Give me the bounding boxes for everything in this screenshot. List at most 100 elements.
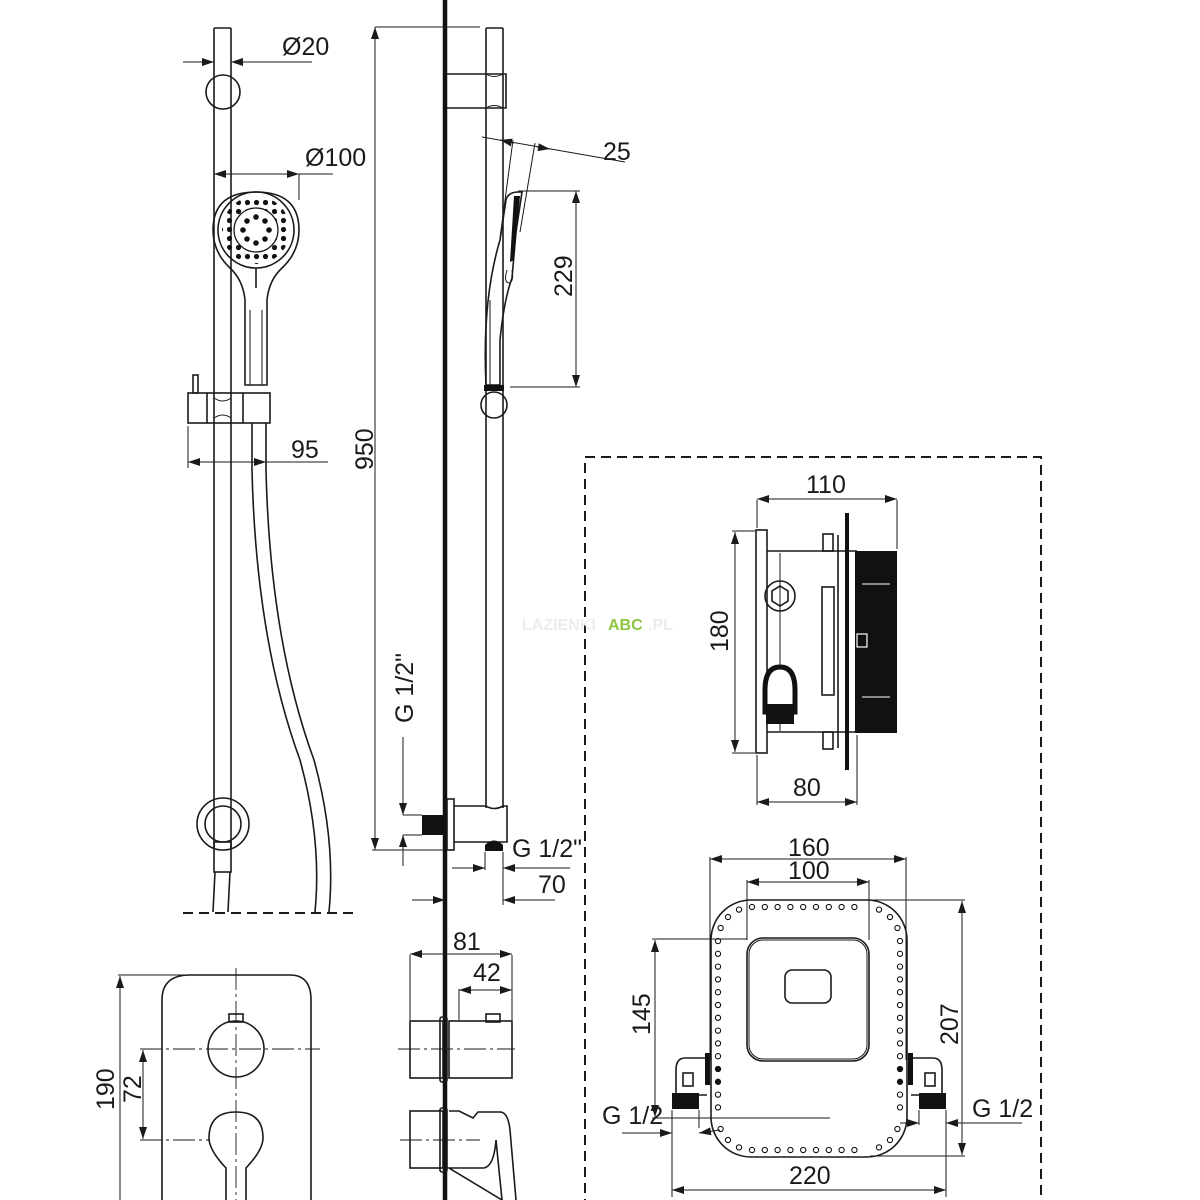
mounting-holes	[714, 903, 904, 1154]
mixer-side-view: 81 42	[398, 928, 517, 1200]
dim-head-tilt: 25	[603, 138, 631, 166]
shower-hose	[251, 423, 318, 913]
mounting-hole	[774, 1146, 781, 1154]
dim-plate-height: 190	[92, 1068, 120, 1110]
inlet-connector	[764, 580, 796, 612]
mounting-hole	[896, 950, 904, 957]
mounting-hole	[714, 1040, 722, 1047]
dim-box-depth: 110	[806, 471, 846, 499]
dim-outlet-projection: 70	[538, 871, 566, 899]
mounting-hole	[838, 903, 845, 911]
mounting-hole	[714, 1065, 722, 1073]
mounting-hole	[714, 937, 722, 945]
mounting-hole	[896, 1104, 904, 1111]
mounting-hole	[748, 1146, 756, 1154]
mounting-hole	[714, 1053, 722, 1060]
dim-box-outer-width: 160	[788, 834, 830, 862]
mounting-hole	[724, 913, 732, 921]
cavity-window	[784, 969, 832, 1004]
mounting-hole	[886, 1136, 894, 1144]
mounting-hole	[851, 903, 858, 911]
mounting-hole	[896, 937, 904, 945]
mounting-hole	[812, 903, 820, 911]
dim-box-inner-width: 100	[788, 857, 830, 885]
dim-left-thread: G 1/2	[602, 1102, 663, 1130]
mounting-hole	[800, 903, 807, 911]
svg-text:.PL: .PL	[648, 617, 673, 634]
mounting-hole	[896, 1091, 904, 1098]
mounting-hole	[714, 950, 722, 957]
rail-side-view: 950 G 1/2" 25 229 G 1/2" 70	[351, 26, 631, 905]
mounting-hole	[735, 1144, 743, 1151]
mounting-hole	[851, 1146, 858, 1154]
watermark: LAZIENKI ABC .PL	[522, 617, 673, 634]
rail-end-cap	[205, 74, 241, 110]
svg-text:ABC: ABC	[608, 617, 643, 634]
wall-outlet-front	[196, 797, 250, 913]
mounting-hole	[717, 1125, 724, 1133]
mixer-front-view: 190 72	[92, 968, 320, 1200]
mounting-hole	[838, 1146, 845, 1154]
svg-text:LAZIENKI: LAZIENKI	[522, 617, 596, 634]
mounting-hole	[800, 1146, 807, 1154]
mounting-hole	[896, 1040, 904, 1047]
box-front-view: 160 100 145 207 G 1/2 G 1/2 220	[602, 834, 1033, 1197]
dim-mixer-depth: 81	[453, 928, 481, 956]
mounting-hole	[875, 1144, 883, 1151]
dim-wall-thread: G 1/2"	[391, 653, 419, 723]
mounting-hole	[896, 1065, 904, 1073]
diverter-lever	[208, 1111, 264, 1200]
dim-knob-projection: 42	[473, 959, 501, 987]
mounting-hole	[714, 1091, 722, 1098]
dim-box-inner-height: 145	[628, 993, 656, 1035]
mounting-hole	[714, 963, 722, 970]
dim-box-overall-width: 220	[789, 1162, 831, 1190]
slider-holder	[187, 374, 271, 424]
dim-body-depth: 80	[793, 774, 821, 802]
mounting-hole	[896, 1027, 904, 1034]
inner-cavity	[746, 937, 870, 1062]
dim-overall-height: 950	[351, 428, 379, 470]
mounting-hole	[896, 989, 904, 996]
outlet-connector	[762, 664, 798, 715]
mounting-hole	[896, 1053, 904, 1060]
dim-rail-diameter: Ø20	[282, 33, 329, 61]
box-view-frame	[584, 456, 1042, 1200]
dim-right-thread: G 1/2	[972, 1095, 1033, 1123]
mounting-hole	[748, 903, 756, 911]
thermostat-knob	[207, 1020, 265, 1078]
dim-box-height: 180	[706, 610, 734, 652]
mounting-hole	[761, 1146, 768, 1154]
rail-front-view: Ø20 Ø100 95	[183, 27, 366, 914]
mounting-hole	[875, 906, 883, 913]
dim-hand-shower-length: 229	[550, 255, 578, 297]
hand-shower-front	[212, 191, 300, 386]
mounting-hole	[714, 1001, 722, 1009]
dim-axis-spacing: 72	[119, 1075, 147, 1103]
mounting-hole	[896, 1001, 904, 1009]
mounting-hole	[812, 1146, 820, 1154]
mounting-hole	[896, 1078, 904, 1085]
dim-outlet-thread: G 1/2"	[512, 835, 582, 863]
mounting-hole	[724, 1136, 732, 1144]
mounting-hole	[787, 903, 794, 911]
box-side-view: 110 180 80	[706, 471, 898, 806]
mounting-hole	[896, 976, 904, 983]
mounting-hole	[761, 903, 768, 911]
mounting-hole	[714, 1104, 722, 1111]
mounting-hole	[774, 903, 781, 911]
dim-box-outer-height: 207	[936, 1003, 964, 1045]
mounting-hole	[714, 1027, 722, 1034]
mounting-hole	[896, 963, 904, 970]
mounting-hole	[714, 976, 722, 983]
mounting-hole	[735, 906, 743, 913]
mounting-hole	[886, 913, 894, 921]
mounting-hole	[825, 1146, 832, 1154]
mounting-hole	[714, 989, 722, 996]
mounting-hole	[825, 903, 832, 911]
mounting-hole	[894, 1125, 901, 1133]
mounting-hole	[896, 1014, 904, 1021]
dim-head-diameter: Ø100	[305, 144, 366, 172]
mounting-hole	[717, 924, 724, 932]
